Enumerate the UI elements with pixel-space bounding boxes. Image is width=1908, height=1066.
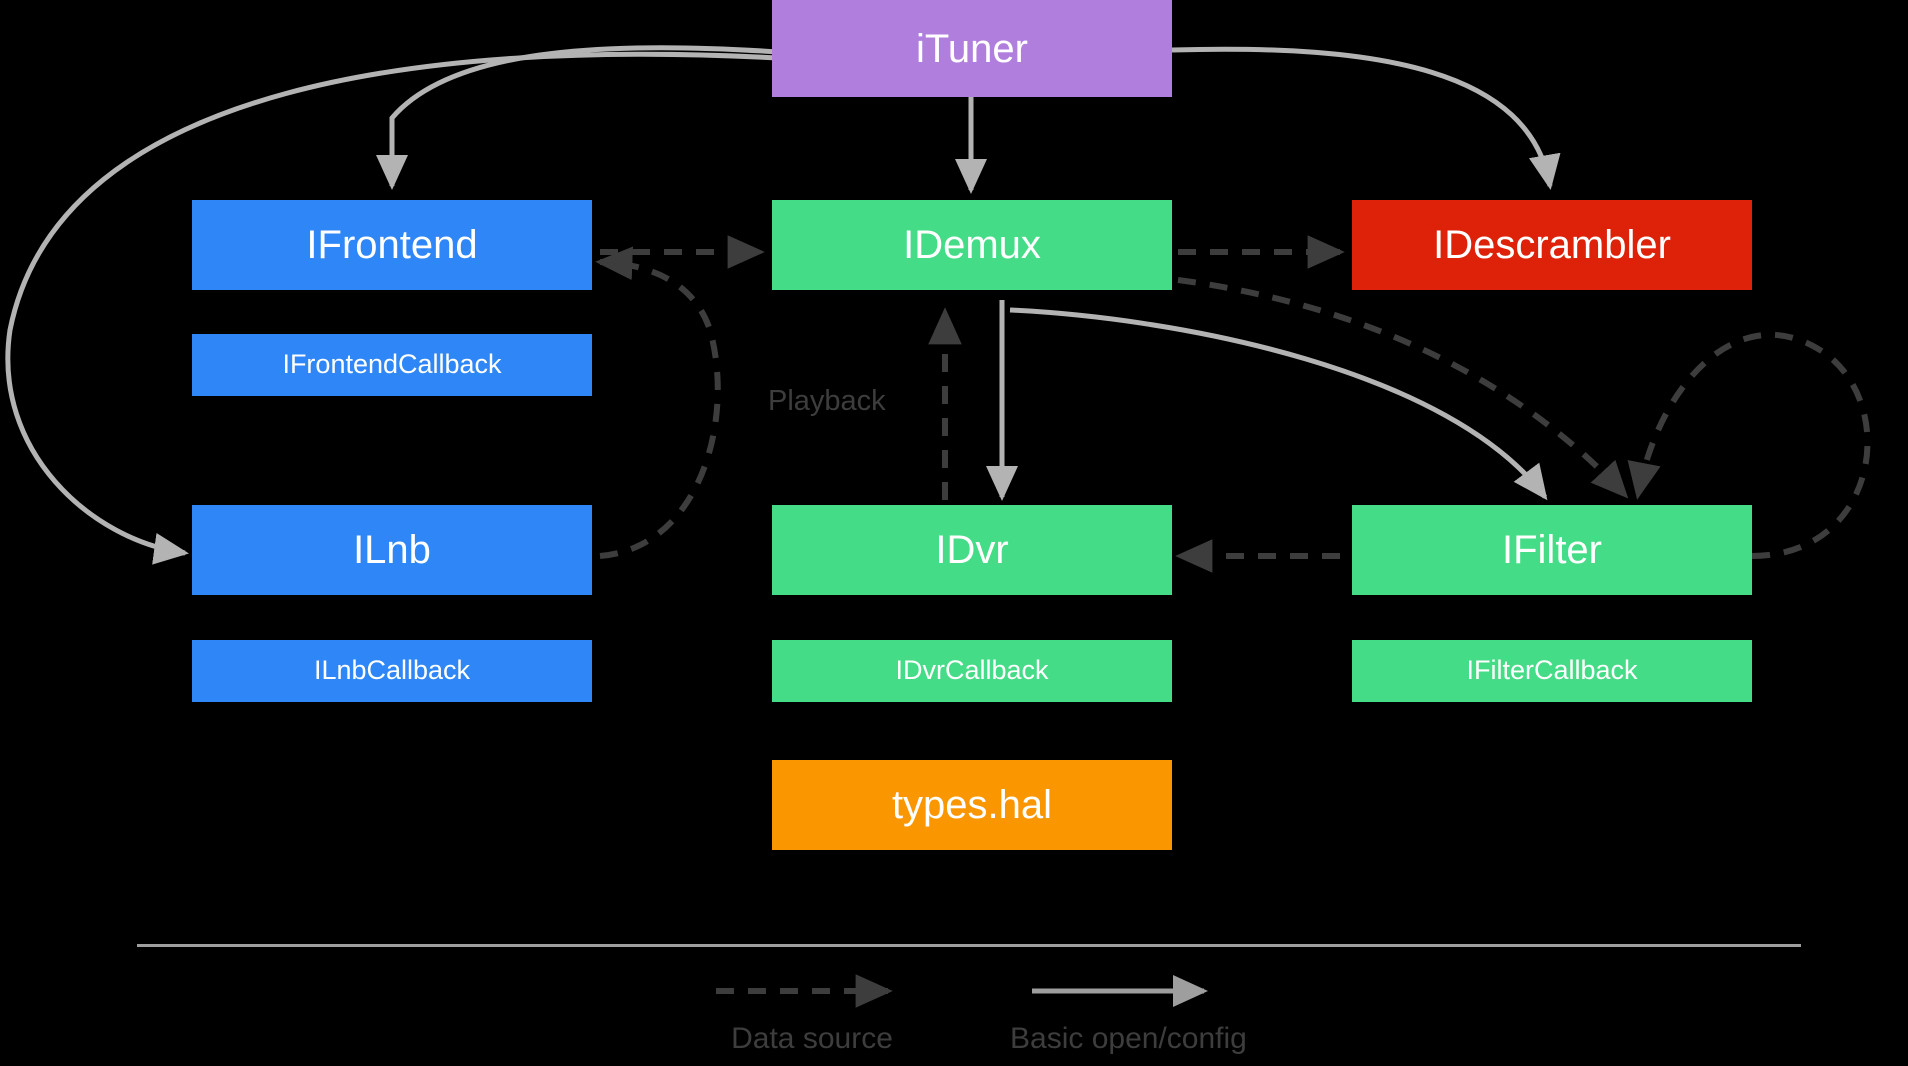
edge-label-playback-text: Playback — [768, 385, 886, 417]
node-idvrcallback-label: IDvrCallback — [895, 655, 1049, 686]
edge-ituner-ifrontend — [376, 45, 779, 191]
solid-edge-group — [5, 45, 1561, 565]
edge-ituner-idescrambler — [1171, 46, 1561, 190]
node-idemux[interactable]: IDemux — [772, 200, 1172, 290]
node-ilnbcallback[interactable]: ILnbCallback — [192, 640, 592, 702]
edge-idemux-ifilter — [1009, 307, 1548, 501]
node-ifrontendcallback[interactable]: IFrontendCallback — [192, 334, 592, 396]
node-idemux-label: IDemux — [903, 223, 1041, 267]
node-idescrambler-label: IDescrambler — [1433, 223, 1671, 267]
node-ifiltercallback-label: IFilterCallback — [1466, 655, 1638, 686]
node-ilnbcallback-label: ILnbCallback — [313, 655, 471, 686]
node-ifrontendcallback-label: IFrontendCallback — [282, 349, 502, 380]
legend-divider — [137, 944, 1801, 947]
node-ifilter-label: IFilter — [1502, 528, 1602, 572]
edge-idemux-ifilter-data — [1177, 277, 1629, 499]
legend-label-data-source: Data source — [731, 1022, 893, 1055]
node-types-hal[interactable]: types.hal — [772, 760, 1172, 850]
node-idescrambler[interactable]: IDescrambler — [1352, 200, 1752, 290]
legend-label-basic-open-config: Basic open/config — [1010, 1022, 1247, 1055]
node-types-hal-label: types.hal — [891, 783, 1053, 827]
node-ifiltercallback[interactable]: IFilterCallback — [1352, 640, 1752, 702]
node-ilnb-label: ILnb — [353, 528, 431, 572]
node-ituner-label: iTuner — [916, 26, 1028, 71]
edge-ilnb-ifrontend — [595, 246, 721, 559]
node-idvrcallback[interactable]: IDvrCallback — [772, 640, 1172, 702]
node-ifilter[interactable]: IFilter — [1352, 505, 1752, 595]
edge-label-playback: Playback — [768, 385, 886, 418]
legend-item-data-source: Data source — [712, 974, 912, 1056]
edge-ituner-ilnb — [5, 51, 779, 565]
node-ifrontend-label: IFrontend — [306, 223, 478, 267]
node-ifrontend[interactable]: IFrontend — [192, 200, 592, 290]
node-ituner[interactable]: iTuner — [772, 0, 1172, 97]
node-ilnb[interactable]: ILnb — [192, 505, 592, 595]
legend-item-basic-open-config: Basic open/config — [1010, 974, 1247, 1056]
legend-solid-arrow-icon — [1032, 974, 1209, 1007]
legend-dashed-arrow-icon — [716, 974, 893, 1008]
node-idvr[interactable]: IDvr — [772, 505, 1172, 595]
node-idvr-label: IDvr — [935, 528, 1009, 572]
